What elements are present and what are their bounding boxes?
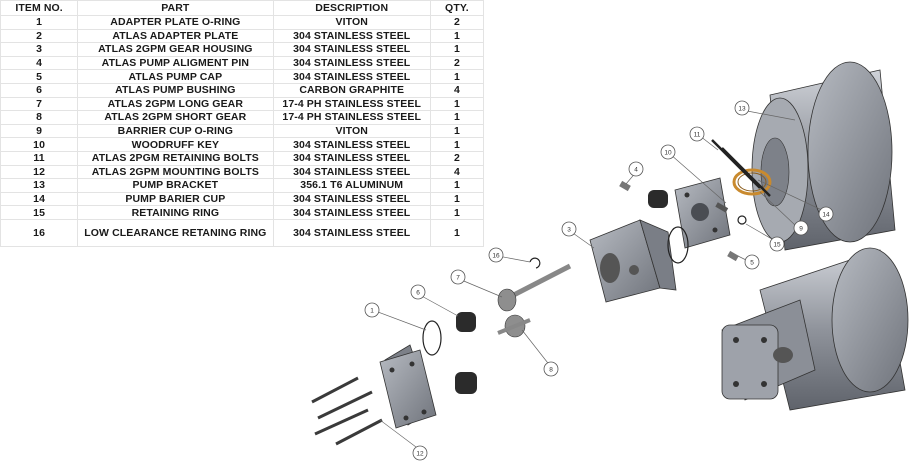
assembled-pump (721, 247, 909, 411)
callout-bubble (488, 247, 504, 263)
callout-label: 6 (416, 289, 420, 296)
pump-barrier-cup (732, 168, 772, 196)
callout-bubble (364, 302, 380, 318)
callout-label: 5 (750, 259, 754, 266)
low-clearance-retaining-ring (529, 257, 541, 269)
alignment-pins (619, 180, 739, 262)
callout-label: 9 (799, 225, 803, 232)
callout-bubble (734, 100, 750, 116)
callout-bubble (744, 254, 760, 270)
callout-label: 1 (370, 307, 374, 314)
pump-cap (674, 177, 731, 249)
adapter-plate-o-ring (422, 226, 689, 356)
adapter-plate (379, 344, 437, 429)
callout-label: 14 (822, 211, 830, 218)
callout-bubble (660, 144, 676, 160)
cell-qty: 1 (429, 218, 485, 247)
header-part: PART (77, 0, 274, 16)
pump-bushing (455, 190, 668, 394)
retaining-bolts (711, 139, 771, 197)
cell-part: WOODRUFF KEY (77, 137, 274, 152)
callout-label: 8 (549, 366, 553, 373)
header-qty: QTY. (429, 0, 485, 16)
leader-lines (377, 109, 827, 451)
mounting-bolts (311, 376, 383, 446)
callout-bubble (628, 161, 644, 177)
callout-bubble (769, 236, 785, 252)
gear-housing (589, 219, 677, 303)
cell-item-no: 12 (0, 164, 79, 180)
callout-label: 3 (567, 226, 571, 233)
callout-bubble (793, 220, 809, 236)
callout-bubble (543, 361, 559, 377)
short-gear (497, 314, 531, 338)
callout-label: 16 (492, 252, 500, 259)
callout-label: 7 (456, 274, 460, 281)
callout-bubble (412, 445, 428, 461)
table-header-row: ITEM NO. PART DESCRIPTION QTY. (0, 0, 485, 16)
callout-label: 11 (694, 131, 701, 138)
cell-item-no: 9 (0, 123, 79, 139)
retaining-ring (737, 215, 747, 225)
callout-label: 10 (664, 149, 672, 156)
callout-label: 4 (634, 166, 638, 173)
long-gear (497, 263, 572, 312)
callout-label: 12 (416, 450, 424, 457)
callout-bubble (410, 284, 426, 300)
header-description: DESCRIPTION (272, 0, 431, 16)
callout-bubble (450, 269, 466, 285)
callout-label: 13 (738, 105, 746, 112)
cell-description: 304 STAINLESS STEEL (272, 218, 431, 247)
woodruff-key (715, 202, 729, 213)
callout-bubble (561, 221, 577, 237)
cell-part: LOW CLEARANCE RETANING RING (77, 218, 274, 247)
cell-item-no: 16 (0, 218, 79, 247)
callout-bubble (818, 206, 834, 222)
callout-bubble (689, 126, 705, 142)
callout-label: 15 (773, 241, 781, 248)
header-item-no: ITEM NO. (0, 0, 79, 16)
pump-bracket (751, 61, 896, 251)
